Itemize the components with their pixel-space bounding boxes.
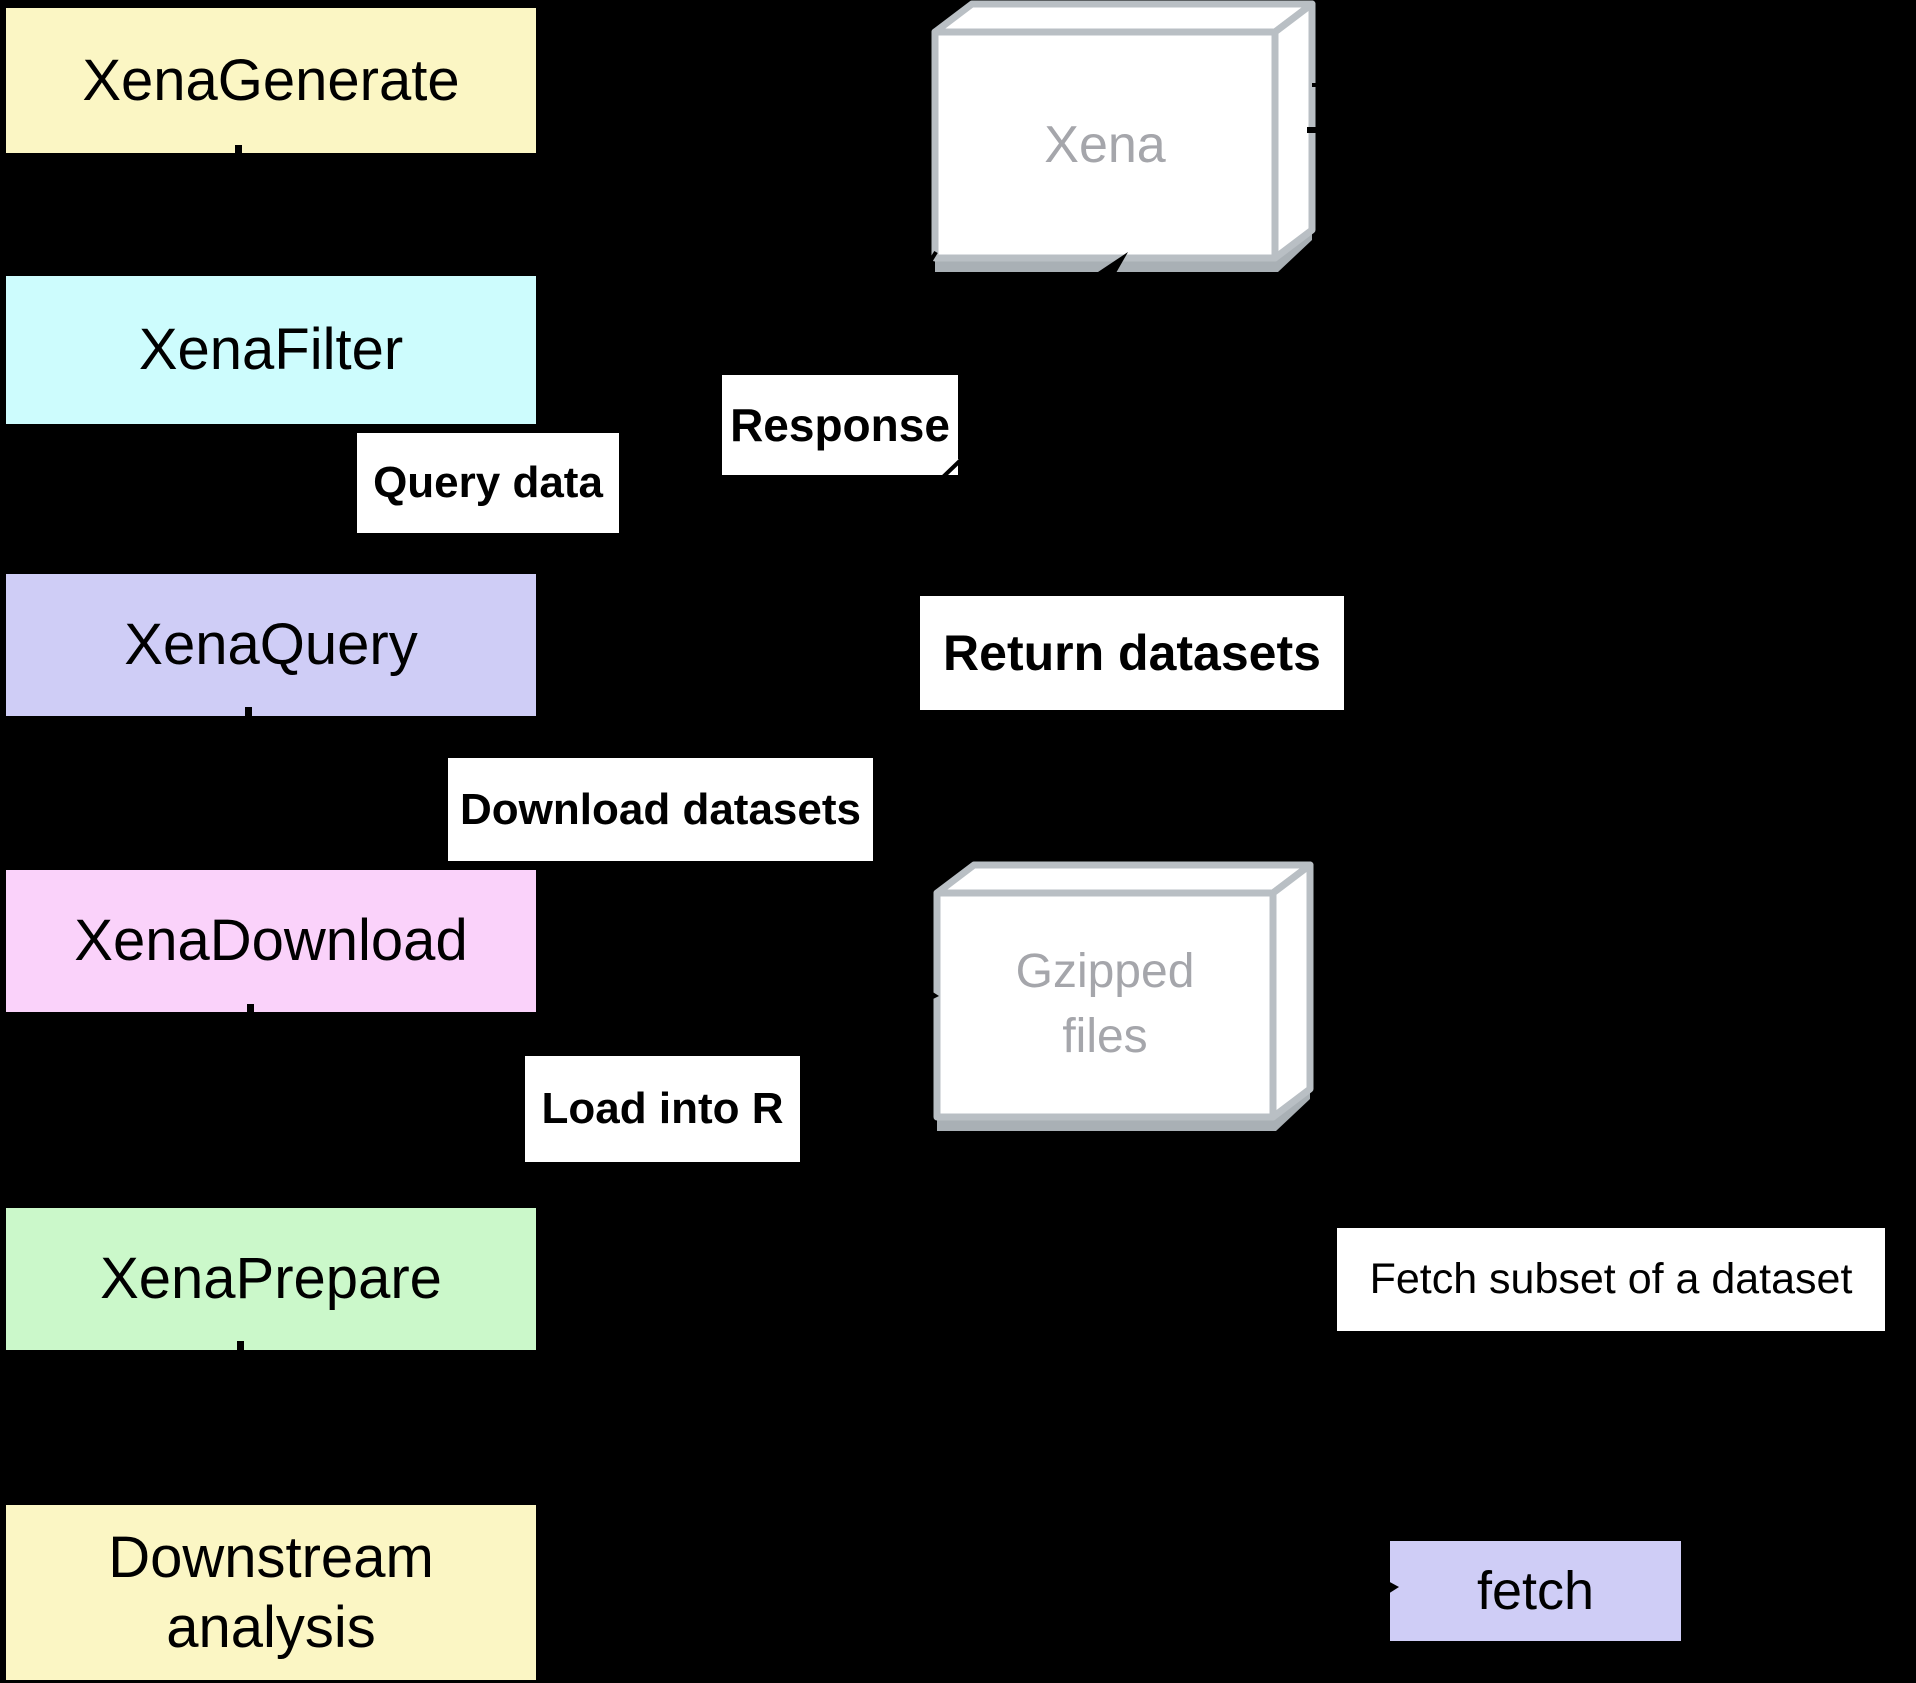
xena-hub-label: Xena [1044,115,1166,174]
node-fetch: fetch [1390,1541,1681,1641]
edge-label-response: Response [722,375,958,475]
gzipped-files-box [933,861,1314,1131]
edge-label-download-datasets: Download datasets [448,758,873,861]
edge-label-return-datasets: Return datasets [920,596,1344,710]
node-downstream-analysis: Downstream analysis [6,1505,536,1680]
edge-label-fetch-subset: Fetch subset of a dataset [1337,1228,1885,1331]
node-xenadownload: XenaDownload [6,870,536,1012]
edge-label-query-data: Query data [357,433,619,533]
node-xenafilter: XenaFilter [6,276,536,424]
node-xenaprepare: XenaPrepare [6,1208,536,1350]
edge-label-load-into-r: Load into R [525,1056,800,1162]
node-xenaquery: XenaQuery [6,574,536,716]
node-xenagenerate: XenaGenerate [6,8,536,153]
gzipped-files-label: Gzipped files [1015,945,1195,1063]
